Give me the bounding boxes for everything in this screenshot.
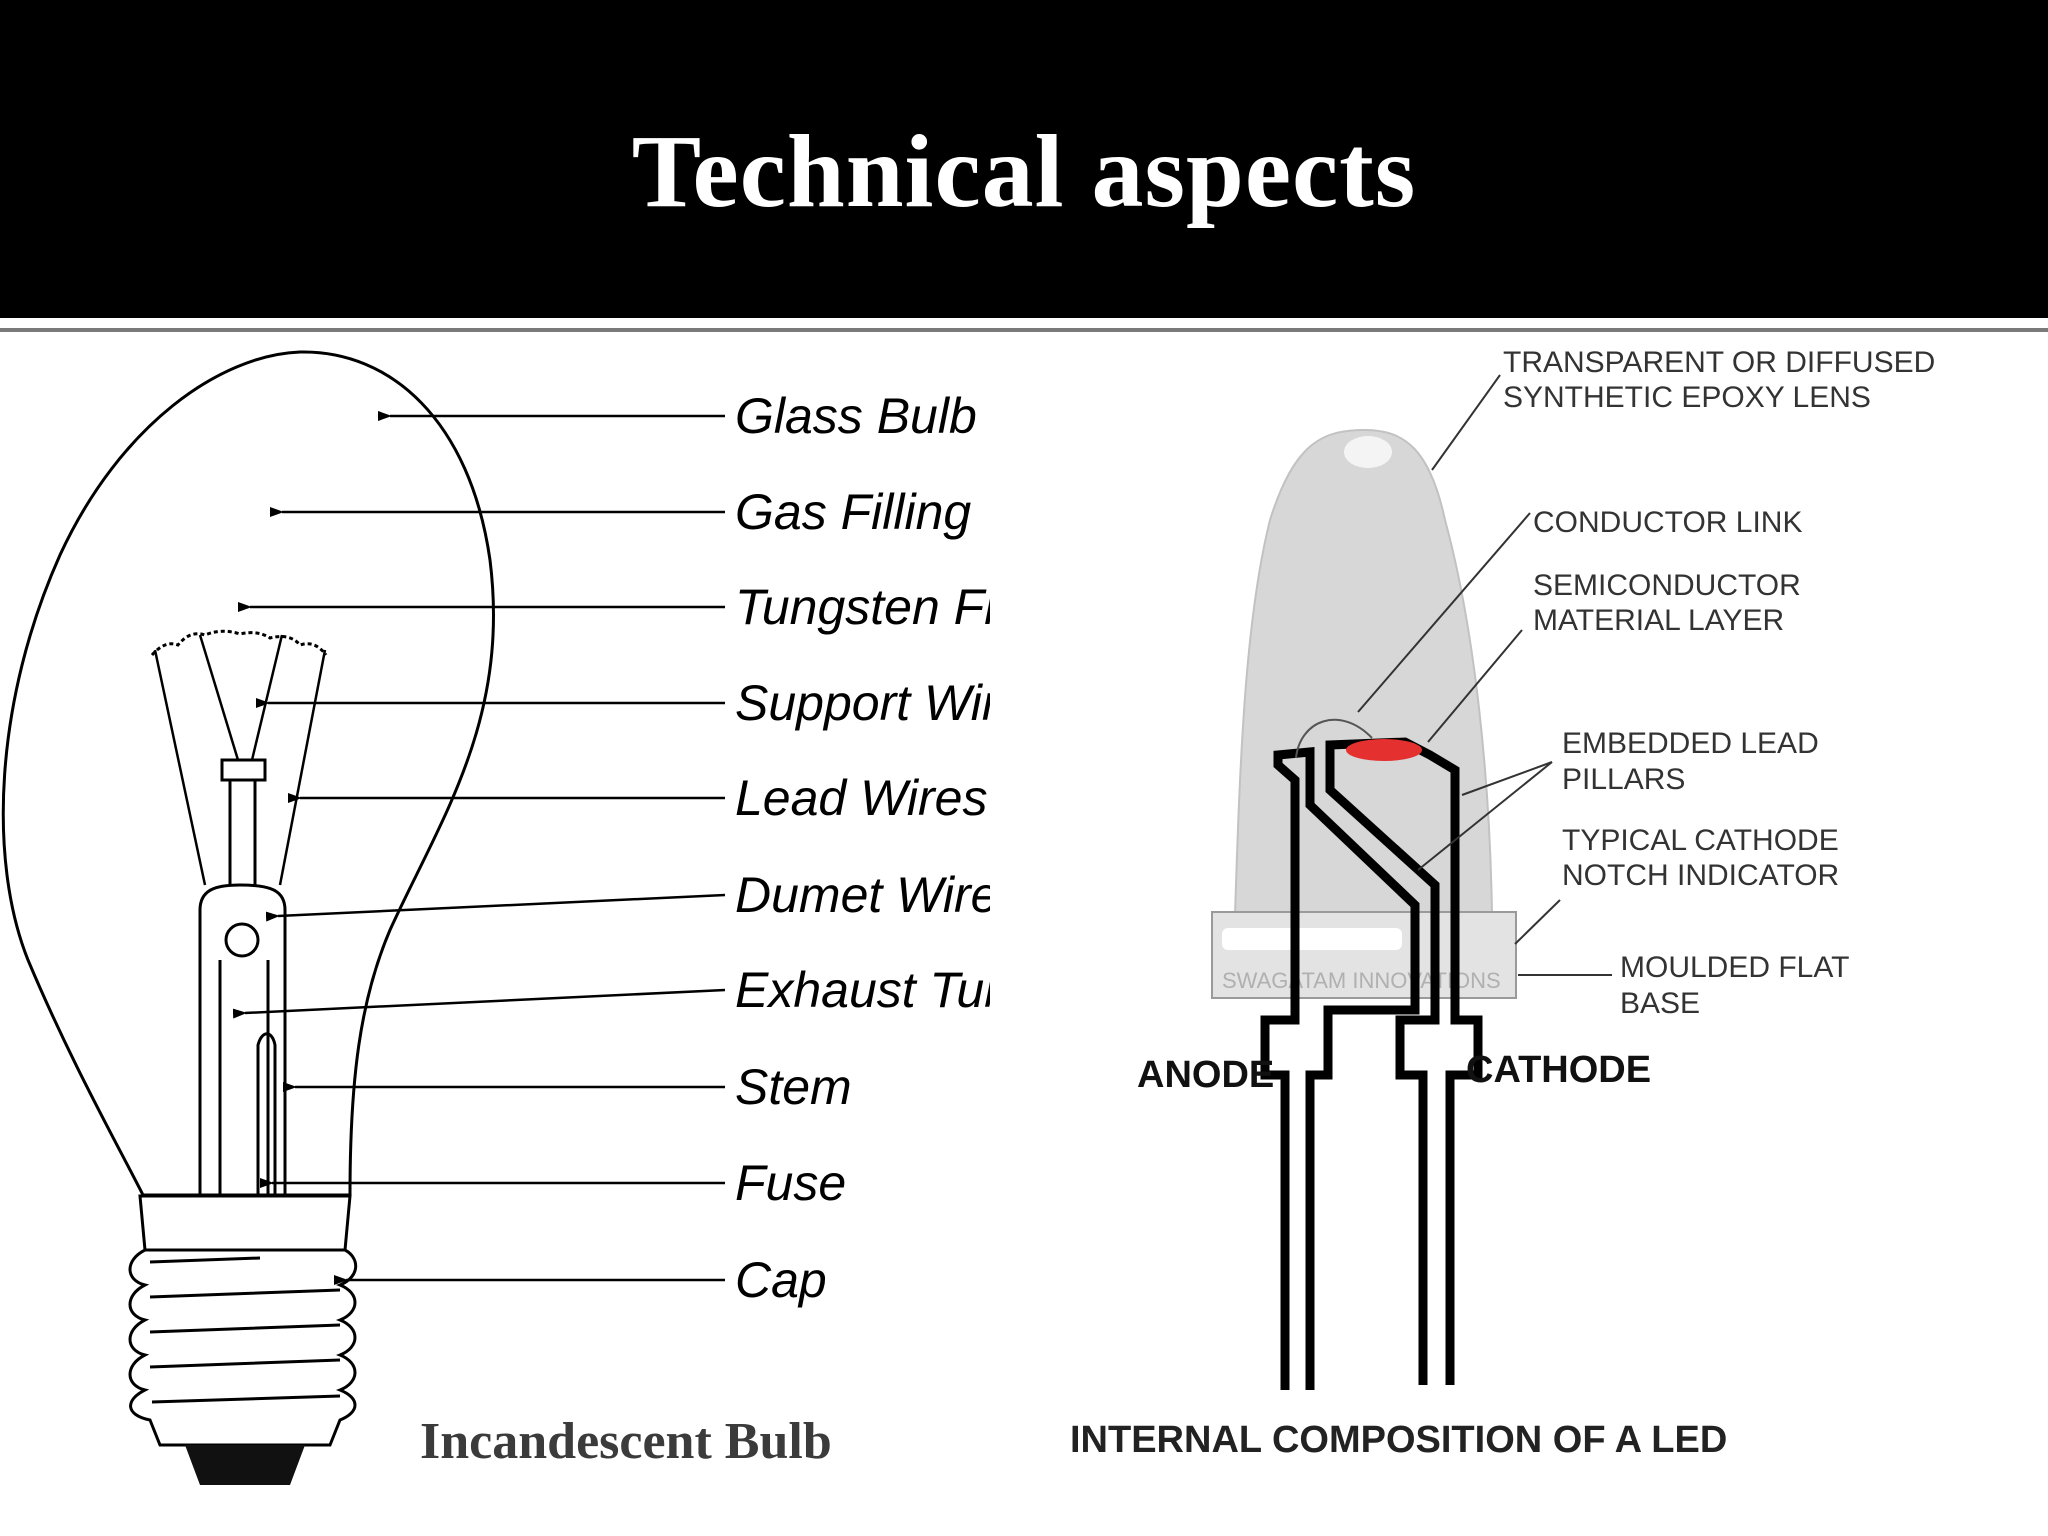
label-cap: Cap [735,1252,827,1308]
slide-title: Technical aspects [631,114,1417,229]
led-diagram: SWAGATAM INNOVATIONS TRANSPARENT OR DIFF… [1070,346,1935,1461]
anode-lead [1260,747,1420,1390]
label-dumet-wire: Dumet Wire [735,867,998,923]
glass-bulb-outline [1,350,495,1197]
conductor-link-wire [1295,718,1373,759]
bulb-caption: Incandescent Bulb [420,1413,832,1470]
incandescent-bulb-diagram: Glass Bulb Gas Filling Tungsten Filame S… [1,350,1104,1485]
label-lead-wires: Lead Wires [735,770,987,826]
cathode-label: CATHODE [1466,1049,1651,1091]
lead-pillars-label-line1: EMBEDDED LEAD [1562,727,1819,760]
header-divider [0,328,2048,332]
semiconductor-chip [1346,739,1422,761]
bulb-wires [153,634,327,886]
cathode-notch-label-line1: TYPICAL CATHODE [1562,824,1839,857]
conductor-link-label: CONDUCTOR LINK [1533,506,1802,539]
label-gas-filling: Gas Filling [735,484,971,540]
bulb-leader-lines [232,411,726,1285]
cathode-notch-label-line2: NOTCH INDICATOR [1562,859,1839,892]
led-panel-background [990,335,2048,1535]
flat-base-label-line1: MOULDED FLAT [1620,951,1849,984]
led-caption: INTERNAL COMPOSITION OF A LED [1070,1419,1727,1461]
lens-highlight [1344,436,1392,468]
lens-label-line1: TRANSPARENT OR DIFFUSED [1503,346,1935,379]
label-stem: Stem [735,1059,852,1115]
anode-label: ANODE [1137,1054,1274,1096]
label-fuse: Fuse [735,1155,846,1211]
slide-header [0,0,2048,318]
tungsten-filament [150,629,328,657]
bulb-stem [198,758,287,1195]
semiconductor-label-line1: SEMICONDUCTOR [1533,569,1801,602]
base-highlight [1222,928,1402,950]
led-leader-lines [1357,374,1612,976]
lead-pillars-label-line2: PILLARS [1562,763,1685,796]
label-exhaust-tube: Exhaust Tube [735,962,1040,1018]
moulded-flat-base [1211,911,1517,999]
label-glass-bulb: Glass Bulb [735,388,977,444]
semiconductor-label-line2: MATERIAL LAYER [1533,604,1784,637]
bulb-cap [128,1194,358,1485]
flat-base-label-line2: BASE [1620,987,1700,1020]
lens-label-line2: SYNTHETIC EPOXY LENS [1503,381,1871,414]
